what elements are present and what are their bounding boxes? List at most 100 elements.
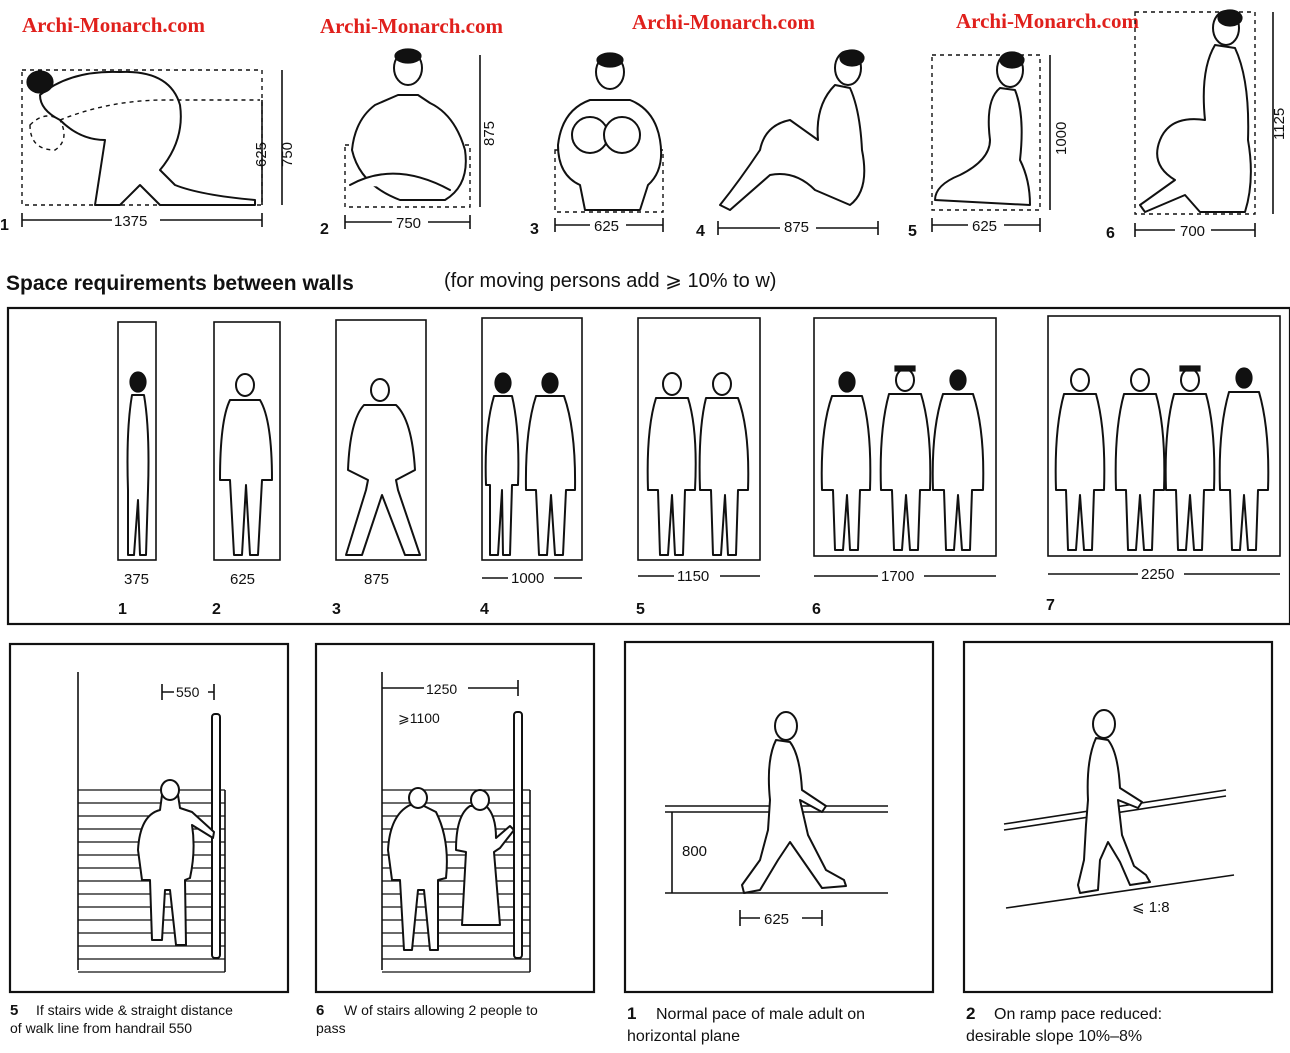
stairs-double-dim-1100: ⩾1100 [398,710,440,726]
posture-3-knee-right [603,116,641,154]
posture-2-legs [349,172,451,191]
wall-width-3: 875 [364,571,389,588]
stairs-single-frame [8,642,290,994]
stairs-double-caption-2: pass [316,1020,346,1036]
stairs-double-caption-1: W of stairs allowing 2 people to [344,1002,538,1018]
wall-number-1: 1 [118,601,127,618]
stairs-single-caption-2: of walk line from handrail 550 [10,1020,192,1036]
posture-5-number: 5 [908,223,917,240]
wall-person-7 [1054,365,1270,551]
wall-person-5 [646,372,750,556]
walk-horizontal-number: 1 [627,1004,636,1023]
walls-figures: 375 1 625 2 875 3 1000 4 [117,315,1281,618]
posture-1-figure [39,70,256,206]
stairs-double-frame [314,642,596,994]
posture-1-alt-head [29,115,65,151]
walk-horizontal-person [741,739,847,894]
posture-5-figure [934,87,1031,206]
wall-width-2: 625 [230,571,255,588]
posture-5-outline [931,54,1041,211]
posture-3-number: 3 [530,221,539,238]
wall-frame-3 [335,319,427,561]
wall-number-6: 6 [812,601,821,618]
posture-3: 3 625 [530,52,664,238]
posture-2: 875 2 750 [320,48,498,238]
stairs-double-dim-1250: 1250 [426,681,457,697]
wall-frame-7 [1047,315,1281,557]
walk-ramp-panel: ⩽ 1:8 2 On ramp pace reduced: desirable … [962,640,1274,1045]
posture-5: 1000 5 625 [908,51,1070,240]
walk-ramp-caption-2: desirable slope 10%–8% [966,1028,1142,1045]
wall-number-5: 5 [636,601,645,618]
wall-frame-2 [213,321,281,561]
stairs-single-caption-1: If stairs wide & straight distance [36,1002,233,1018]
watermark-group: Archi-Monarch.com Archi-Monarch.com Arch… [22,9,1139,38]
walls-section-subtitle: (for moving persons add ⩾ 10% to w) [444,270,776,292]
posture-6-figure [1139,44,1252,213]
posture-1-width: 1375 [114,213,147,230]
walk-horizontal-frame [623,640,935,994]
walk-ramp-person [1077,737,1151,894]
posture-3-knee-left [571,116,609,154]
stairs-double-panel: 1250 ⩾1100 6 W of stairs allowing 2 peop… [314,642,596,1036]
stairs-single-number: 5 [10,1002,18,1019]
wall-person-6 [820,365,985,551]
wall-number-7: 7 [1046,597,1055,614]
stairs-double-person-right [455,805,515,926]
wall-frame-5 [637,317,761,561]
posture-2-number: 2 [320,221,329,238]
posture-row: 625 750 1375 875 2 750 1 [0,9,1288,242]
walk-ramp-number: 2 [966,1004,975,1023]
wall-frame-6 [813,317,997,557]
wall-width-5: 1150 [677,568,709,585]
wall-width-6: 1700 [881,568,914,585]
watermark-4: Archi-Monarch.com [956,9,1139,33]
wall-person-4 [484,372,577,556]
walk-ramp-caption-1: On ramp pace reduced: [994,1006,1162,1023]
posture-4-width: 875 [784,219,809,236]
stairs-double-handrail [513,711,523,959]
posture-6-outline [1134,11,1256,215]
stairs-single-dim-550: 550 [176,684,200,700]
wall-person-3 [345,378,421,556]
posture-2-outline [344,144,471,208]
walk-horizontal-caption-1: Normal pace of male adult on [656,1006,865,1023]
wall-number-4: 4 [480,601,489,618]
posture-5-height-1000: 1000 [1053,122,1070,155]
posture-6: 1125 6 700 [1106,9,1288,242]
wall-width-1: 375 [124,571,149,588]
posture-4: 4 875 [696,49,879,240]
posture-1-number: 1 [0,217,9,234]
stairs-single-person [137,794,215,946]
stairs-single-panel: 550 5 If stairs wide & straight distance… [8,642,290,1036]
stairs-double-number: 6 [316,1002,324,1019]
wall-number-2: 2 [212,601,221,618]
wall-person-1 [126,371,150,556]
posture-6-number: 6 [1106,225,1115,242]
wall-number-3: 3 [332,601,341,618]
stairs-double-person-left [387,804,448,951]
wall-width-7: 2250 [1141,566,1174,583]
posture-6-width: 700 [1180,223,1205,240]
wall-frame-1 [117,321,157,561]
posture-1-height-750: 750 [279,142,296,167]
posture-2-width: 750 [396,215,421,232]
posture-3-outline [554,149,664,213]
posture-1-625-ref [59,99,260,121]
watermark-2: Archi-Monarch.com [320,14,503,38]
walk-horizontal-caption-2: horizontal plane [627,1028,740,1045]
posture-6-height-1125: 1125 [1271,108,1288,140]
walls-panel [6,306,1290,626]
walls-section-title: Space requirements between walls [6,272,354,295]
watermark-1: Archi-Monarch.com [22,13,205,37]
posture-2-height-875: 875 [481,121,498,146]
walk-horizontal-dim-800: 800 [682,843,707,860]
walk-ramp-frame [962,640,1274,994]
posture-1: 625 750 1375 [21,69,296,230]
walk-ramp-slope: ⩽ 1:8 [1132,899,1170,916]
wall-frame-4 [481,317,583,561]
posture-3-width: 625 [594,218,619,235]
posture-4-figure [719,84,866,211]
posture-5-width: 625 [972,218,997,235]
